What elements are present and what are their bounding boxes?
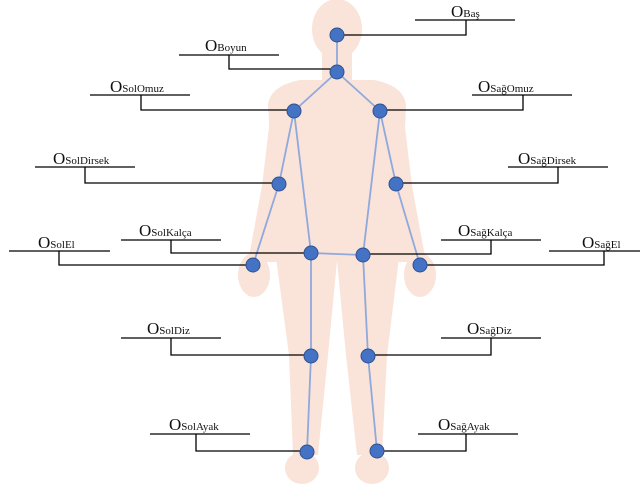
joint-right-elbow [389,177,403,191]
joint-left-elbow [272,177,286,191]
joint-left-shoulder [287,104,301,118]
joint-left-knee [304,349,318,363]
label-left-foot: OSolAyak [169,416,219,434]
label-head: OBaş [451,3,480,21]
label-left-hand: OSolEl [38,234,75,252]
joint-head [330,28,344,42]
label-left-knee: OSolDiz [147,320,190,338]
joint-left-hand [246,258,260,272]
label-right-elbow: OSağDirsek [518,150,576,168]
joint-right-knee [361,349,375,363]
leader-left-elbow [85,167,279,183]
joint-right-hand [413,258,427,272]
joint-left-hip [304,246,318,260]
joint-right-shoulder [373,104,387,118]
label-left-elbow: OSolDirsek [53,150,109,168]
label-neck: OBoyun [205,37,247,55]
joint-left-foot [300,445,314,459]
label-left-hip: OSolKalça [139,222,192,240]
leader-right-hand [420,251,604,265]
joint-right-hip [356,248,370,262]
joint-neck [330,65,344,79]
leader-right-elbow [396,167,558,183]
joint-right-foot [370,444,384,458]
label-left-shoulder: OSolOmuz [110,78,164,96]
label-right-hand: OSağEl [582,234,621,252]
label-right-shoulder: OSağOmuz [478,78,534,96]
leader-neck [229,55,337,69]
label-right-hip: OSağKalça [458,222,512,240]
label-right-knee: OSağDiz [467,320,512,338]
leader-right-foot [377,434,466,451]
label-right-foot: OSağAyak [438,416,490,434]
leader-left-foot [196,434,307,451]
